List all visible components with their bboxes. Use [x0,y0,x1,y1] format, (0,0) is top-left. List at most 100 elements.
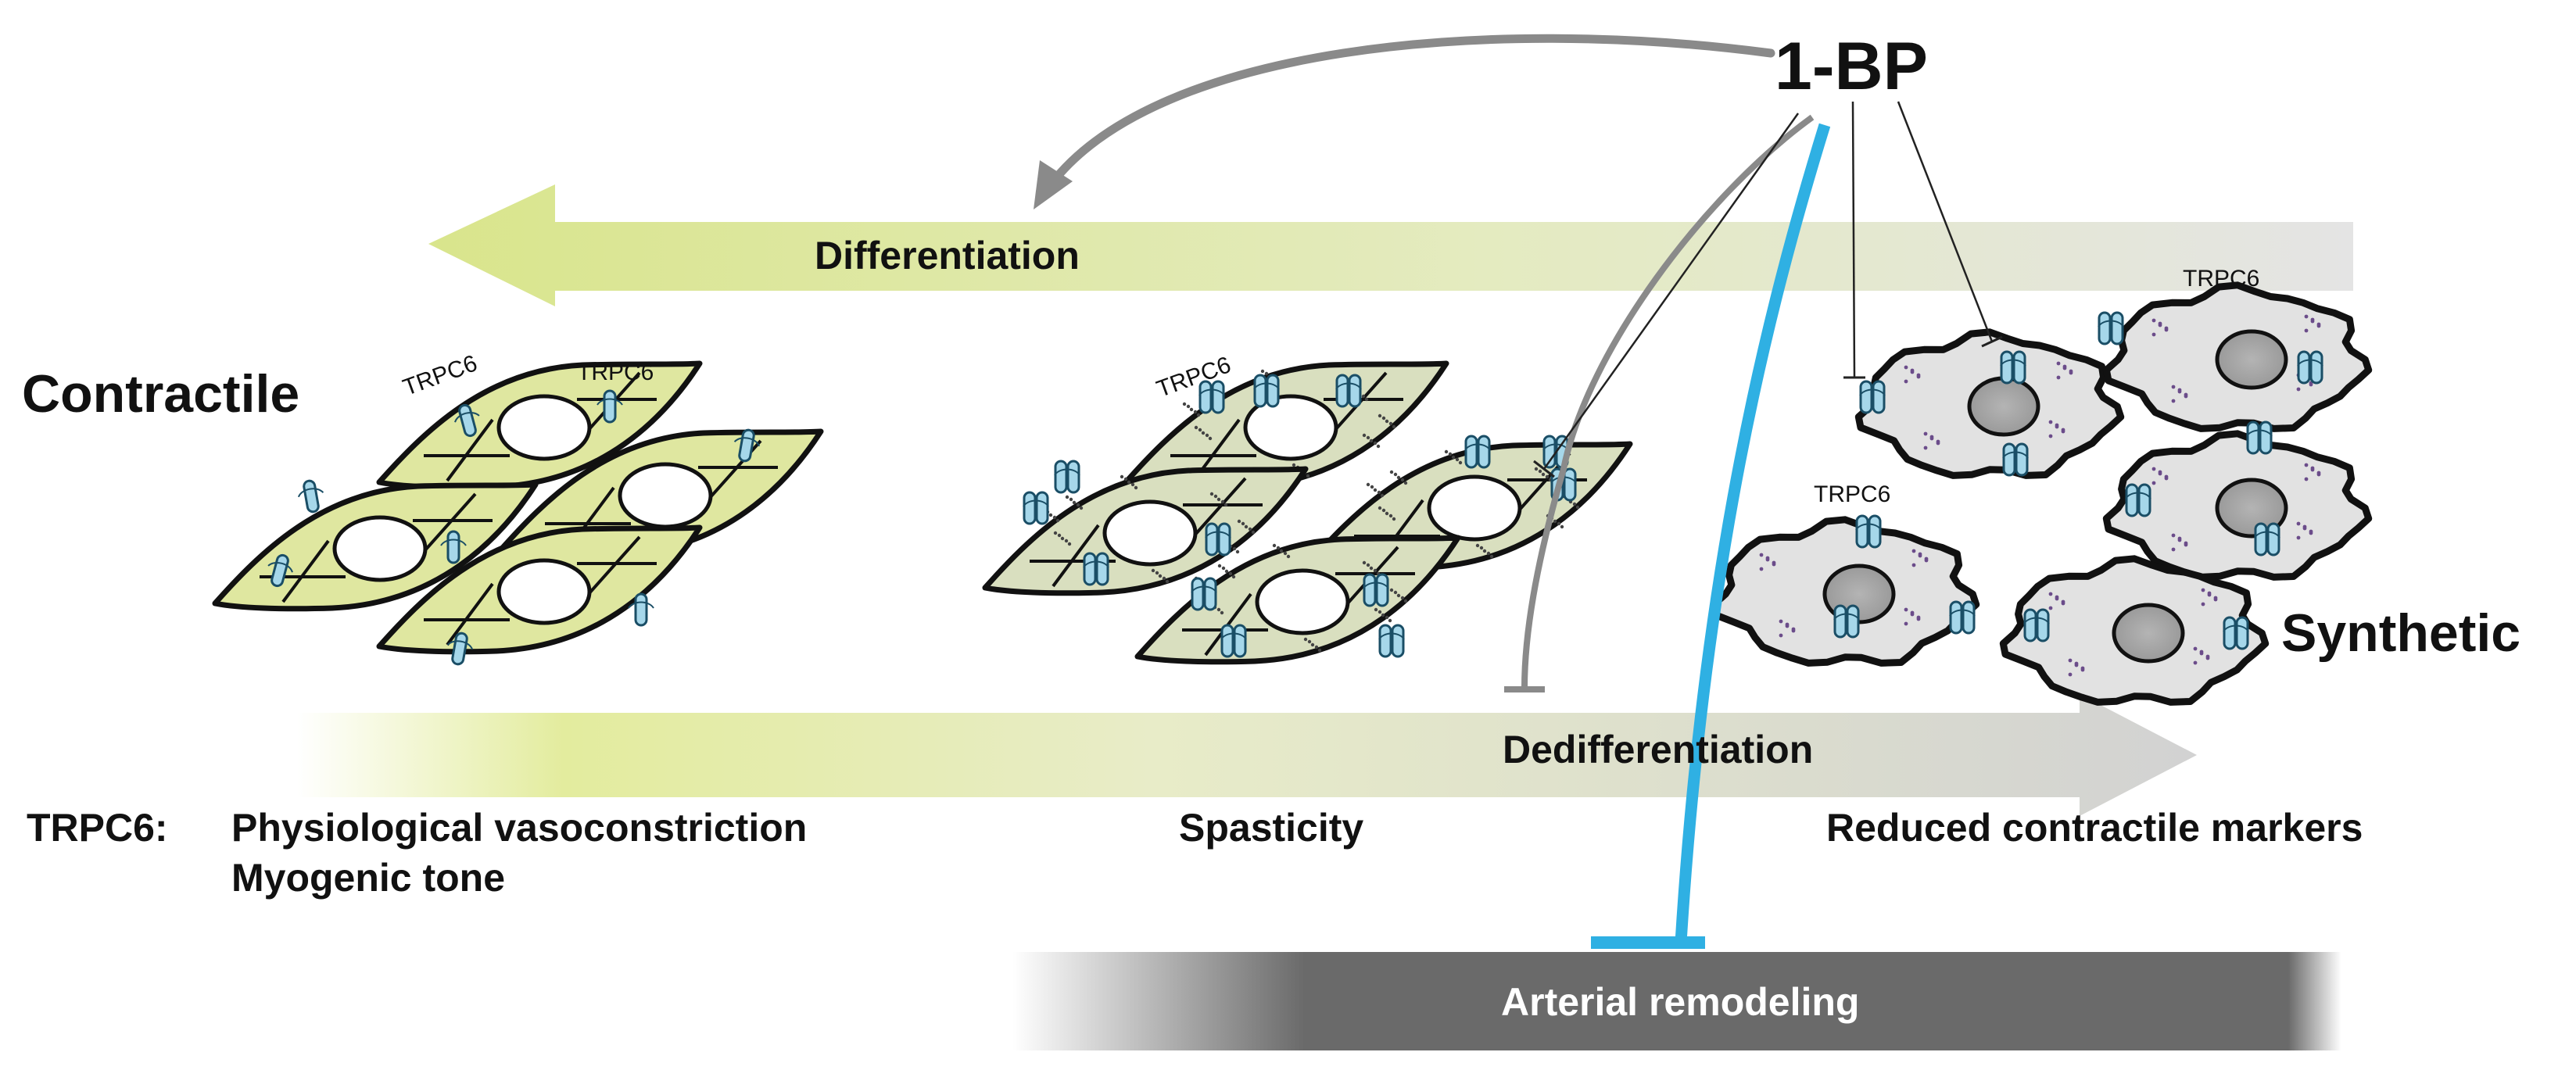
vesicle-dot [1362,433,1367,438]
vesicle-dot [1923,446,1928,450]
trpc6-channel-icon [454,403,480,438]
vesicle-dot [1381,508,1386,513]
channel-subunit [1217,522,1231,556]
vesicle-dot [1910,610,1915,615]
vesicle-dot [1374,607,1378,612]
vesicle-dot [2164,474,2169,479]
vesicle-dot [1376,444,1381,449]
vesicle-dot [1911,549,1916,553]
vesicle-dot [1165,579,1170,584]
vesicle-dot [1048,513,1053,517]
channel-subunit [1375,573,1389,607]
vesicle-dot [1069,497,1073,502]
channel-subunit [634,592,648,627]
channel-pore [1833,613,1860,621]
vesicle-dot [2213,596,2218,600]
channel-subunit [2223,616,2237,650]
vesicle-dot [1217,564,1222,568]
vesicle-dot [1929,435,1934,439]
vesicle-dot [1221,566,1226,571]
channel-subunit [2137,483,2151,517]
trpc6-channel-icon [1023,491,1049,525]
vesicle-dot [1380,493,1385,498]
nucleus [332,515,428,582]
channel-subunit [1962,600,1976,635]
dedifferentiation-label: Dedifferentiation [1503,728,1814,771]
vesicle-dot [1785,622,1790,627]
vesicle-dot [1403,481,1408,485]
inhibits-dedifferentiation-line [1521,114,1815,689]
vesicle-dot [2302,524,2307,529]
trpc6-channel-icon [1083,552,1109,586]
channel-subunit [1066,460,1080,494]
vesicle-dot [1916,615,1921,620]
vesicle-dot [1310,642,1315,647]
channel-subunit [2246,420,2260,455]
trpc6-channel-icon [733,428,761,463]
drug-label-1bp: 1-BP [1775,29,1928,104]
vesicle-dot [1373,441,1378,446]
vesicle-dot [1224,503,1228,507]
channel-subunit [1872,380,1886,414]
vesicle-dot [1186,404,1191,409]
vesicle-dot [1918,552,1922,556]
vesicle-dot [1260,369,1265,374]
vesicle-dot [1364,397,1369,402]
trpc6-channel-icon [1198,380,1225,414]
vesicle-dot [2309,529,2313,534]
vesicle-dot [1451,455,1456,460]
vesicle-dot [2171,533,2176,538]
vesicle-dot [1396,475,1401,480]
vesicle-dot [1403,599,1408,603]
vesicle-dot [2296,521,2301,526]
synthetic-cell [1854,328,2125,479]
vesicle-dot [1264,371,1269,376]
vesicle-dot [1053,531,1058,535]
vesicle-dot [1232,546,1237,551]
vesicle-dot [2151,467,2156,471]
channel-pore [2098,320,2124,327]
vesicle-dot [1448,452,1453,456]
channel-pore [2002,451,2029,459]
channel-subunit [2036,608,2050,642]
differentiation-label: Differentiation [815,234,1080,277]
vesicle-dot [1123,477,1128,481]
channel-pore [2000,359,2026,367]
channel-pore [2254,531,2280,539]
vesicle-dot [1306,474,1310,478]
nucleus [496,558,592,625]
vesicle-dot [1455,457,1460,462]
smooth-muscle-cell [376,360,703,491]
arrowhead-icon [1034,160,1073,209]
trpc6-channel-icon [1464,435,1491,469]
vesicle-dot [1220,610,1224,615]
trpc6-channel-icon [2223,616,2249,650]
channel-pore [733,437,761,447]
channel-pore [1859,388,1886,396]
nucleus [1255,568,1350,635]
vesicle-dot [1072,500,1077,505]
differentiation-arrow [428,184,2353,306]
vesicle-dot [1127,480,1131,485]
inhibition-line [1542,113,1800,470]
channel-pore [2223,624,2249,632]
contractile-function-line1: Physiological vasoconstriction [231,806,808,850]
trpc6-channel-icon [1859,380,1886,414]
channel-subunit [1054,460,1068,494]
nucleus [1102,499,1198,567]
vesicle-dot [1479,546,1484,550]
channel-subunit [1846,604,1860,639]
vesicle-dot [1237,519,1241,524]
vesicle-dot [1911,563,1916,567]
vesicle-dot [1231,574,1236,579]
vesicle-dot [1924,556,1929,561]
vesicle-dot [1283,551,1288,556]
vesicle-dot [2069,369,2073,374]
vesicle-dot [1560,524,1564,529]
trpc6-label: TRPC6 [2183,266,2260,292]
vesicle-dot [1772,560,1776,565]
vesicle-dot [2193,646,2198,651]
vesicle-dot [2207,591,2212,596]
vesicle-dot [2316,471,2321,475]
